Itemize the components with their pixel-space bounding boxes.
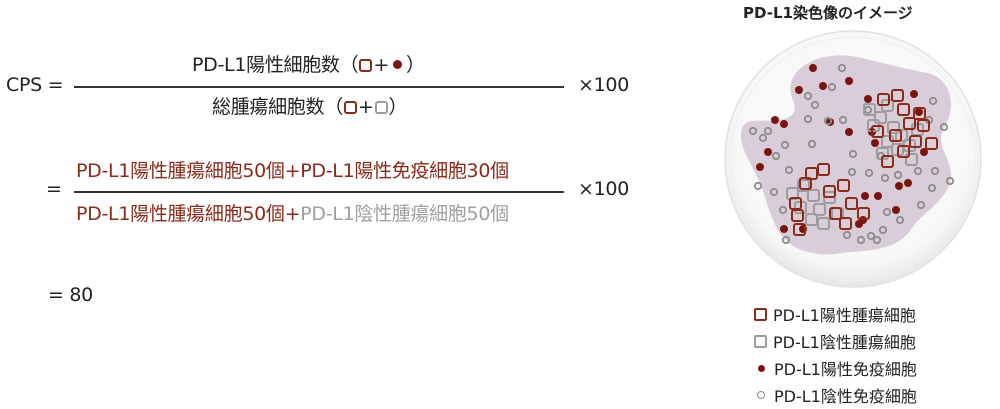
negative-tumor-count: PD-L1陰性腫瘍細胞50個 xyxy=(300,203,509,225)
denominator-1: 総腫瘍細胞数（ + ） xyxy=(212,92,408,119)
denominator-2: PD-L1陽性腫瘍細胞50個+PD-L1陰性腫瘍細胞50個 xyxy=(76,199,509,226)
fraction-line-1 xyxy=(74,86,564,88)
gray-square-icon xyxy=(754,334,767,348)
cps-label: CPS = xyxy=(6,74,64,96)
denominator-1-text: 総腫瘍細胞数（ xyxy=(212,96,343,118)
legend-item-negative-tumor: PD-L1陰性腫瘍細胞 xyxy=(754,329,916,353)
legend-label: PD-L1陰性腫瘍細胞 xyxy=(773,333,916,352)
stain-image xyxy=(722,28,984,290)
equals-2: = xyxy=(46,178,62,200)
positive-tumor-square-icon xyxy=(359,59,373,72)
stained-tissue-icon xyxy=(724,30,982,288)
red-square-icon xyxy=(754,307,767,321)
plus-sign: + xyxy=(284,160,301,182)
negative-tumor-square-icon xyxy=(374,101,388,114)
legend-item-negative-immune: PD-L1陰性免疫細胞 xyxy=(754,383,917,407)
positive-tumor-count: PD-L1陽性腫瘍細胞50個 xyxy=(76,203,285,225)
legend-item-positive-immune: PD-L1陽性免疫細胞 xyxy=(754,356,917,380)
close-paren: ） xyxy=(405,54,425,76)
numerator-2: PD-L1陽性腫瘍細胞50個+PD-L1陽性免疫細胞30個 xyxy=(76,156,509,183)
multiplier-1: ×100 xyxy=(578,74,629,96)
positive-tumor-square-icon xyxy=(343,101,357,114)
plus-sign: + xyxy=(357,96,374,118)
plus-sign: + xyxy=(373,54,389,76)
legend-label: PD-L1陰性免疫細胞 xyxy=(774,387,917,406)
gray-ring-icon xyxy=(757,391,765,399)
numerator-1: PD-L1陽性細胞数（ + ） xyxy=(192,50,425,77)
positive-immune-dot-icon xyxy=(392,60,402,69)
numerator-1-text: PD-L1陽性細胞数（ xyxy=(192,54,359,76)
legend-item-positive-tumor: PD-L1陽性腫瘍細胞 xyxy=(754,302,916,326)
red-dot-icon xyxy=(758,364,765,372)
positive-immune-count: PD-L1陽性免疫細胞30個 xyxy=(300,160,509,182)
close-paren: ） xyxy=(388,96,408,118)
illustration-title: PD-L1染色像のイメージ xyxy=(743,4,913,22)
fraction-line-2 xyxy=(74,191,564,193)
legend-label: PD-L1陽性腫瘍細胞 xyxy=(773,306,916,325)
positive-tumor-count: PD-L1陽性腫瘍細胞50個 xyxy=(76,160,285,182)
result: = 80 xyxy=(48,284,93,306)
plus-sign: + xyxy=(284,203,301,225)
multiplier-2: ×100 xyxy=(578,178,629,200)
legend-label: PD-L1陽性免疫細胞 xyxy=(774,360,917,379)
